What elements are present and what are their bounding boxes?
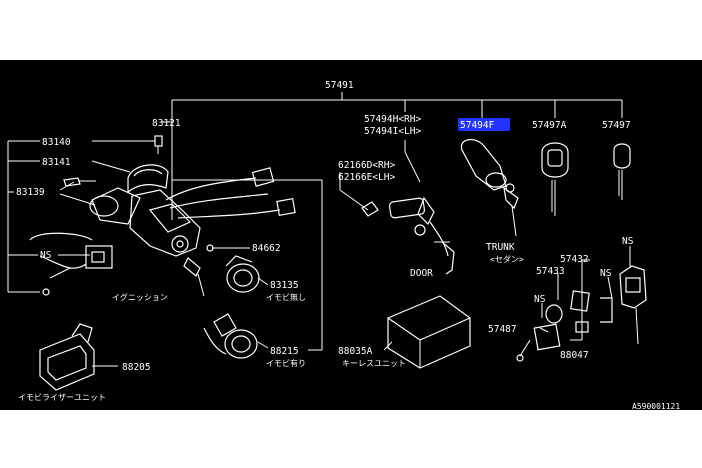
highlight-57494f — [458, 118, 510, 131]
leader-lines — [7, 92, 631, 367]
label-57487: 57487 — [488, 324, 517, 335]
label-57494f: 57494F — [460, 120, 495, 131]
label-ns-mid: NS — [534, 294, 546, 305]
label-ns-left: NS — [40, 250, 52, 261]
label-83141: 83141 — [42, 157, 71, 168]
keys — [541, 142, 647, 345]
label-57433: 57433 — [536, 266, 565, 277]
label-57494h: 57494H<RH> — [364, 114, 421, 125]
label-ns-mid2: NS — [600, 268, 612, 279]
label-88035a: 88035A — [338, 346, 373, 357]
label-57432: 57432 — [560, 254, 589, 265]
parts-diagram: 57491 83121 83140 83141 83139 NS 84662 8… — [0, 60, 702, 410]
label-83140: 83140 — [42, 137, 71, 148]
label-sedan: <セダン> — [490, 254, 524, 264]
keyless-unit — [387, 295, 471, 369]
ignition-assembly — [29, 135, 296, 391]
trunk-lock-cylinder — [460, 139, 519, 237]
label-88047: 88047 — [560, 350, 589, 361]
door-lock-cylinder — [361, 196, 455, 275]
label-88205: 88205 — [122, 362, 151, 373]
label-immobi-nashi: イモビ無し — [266, 292, 306, 302]
label-ns-right: NS — [622, 236, 634, 247]
label-immobi-ari: イモビ有り — [266, 358, 306, 368]
label-62166e: 62166E<LH> — [338, 172, 395, 183]
parts-diagram-svg: 57491 83121 83140 83141 83139 NS 84662 8… — [7, 80, 680, 410]
label-57497: 57497 — [602, 120, 631, 131]
label-door: DOOR — [410, 268, 433, 279]
footer-code: A590001121 — [632, 402, 680, 410]
labels: 57491 83121 83140 83141 83139 NS 84662 8… — [16, 80, 680, 410]
label-immobilizer-unit: イモビライザーユニット — [18, 393, 106, 402]
label-84662: 84662 — [252, 243, 281, 254]
label-83135: 83135 — [270, 280, 299, 291]
label-57494i: 57494I<LH> — [364, 126, 421, 137]
label-57491: 57491 — [325, 80, 354, 91]
label-trunk: TRUNK — [486, 242, 515, 253]
label-keyless-unit: キーレスユニット — [342, 359, 406, 368]
keyless-small-parts — [516, 290, 613, 362]
label-57497a: 57497A — [532, 120, 567, 131]
label-83121: 83121 — [152, 118, 181, 129]
label-ignition: イグニッション — [112, 292, 168, 302]
label-88215: 88215 — [270, 346, 299, 357]
label-62166d: 62166D<RH> — [338, 160, 395, 171]
label-83139: 83139 — [16, 187, 45, 198]
